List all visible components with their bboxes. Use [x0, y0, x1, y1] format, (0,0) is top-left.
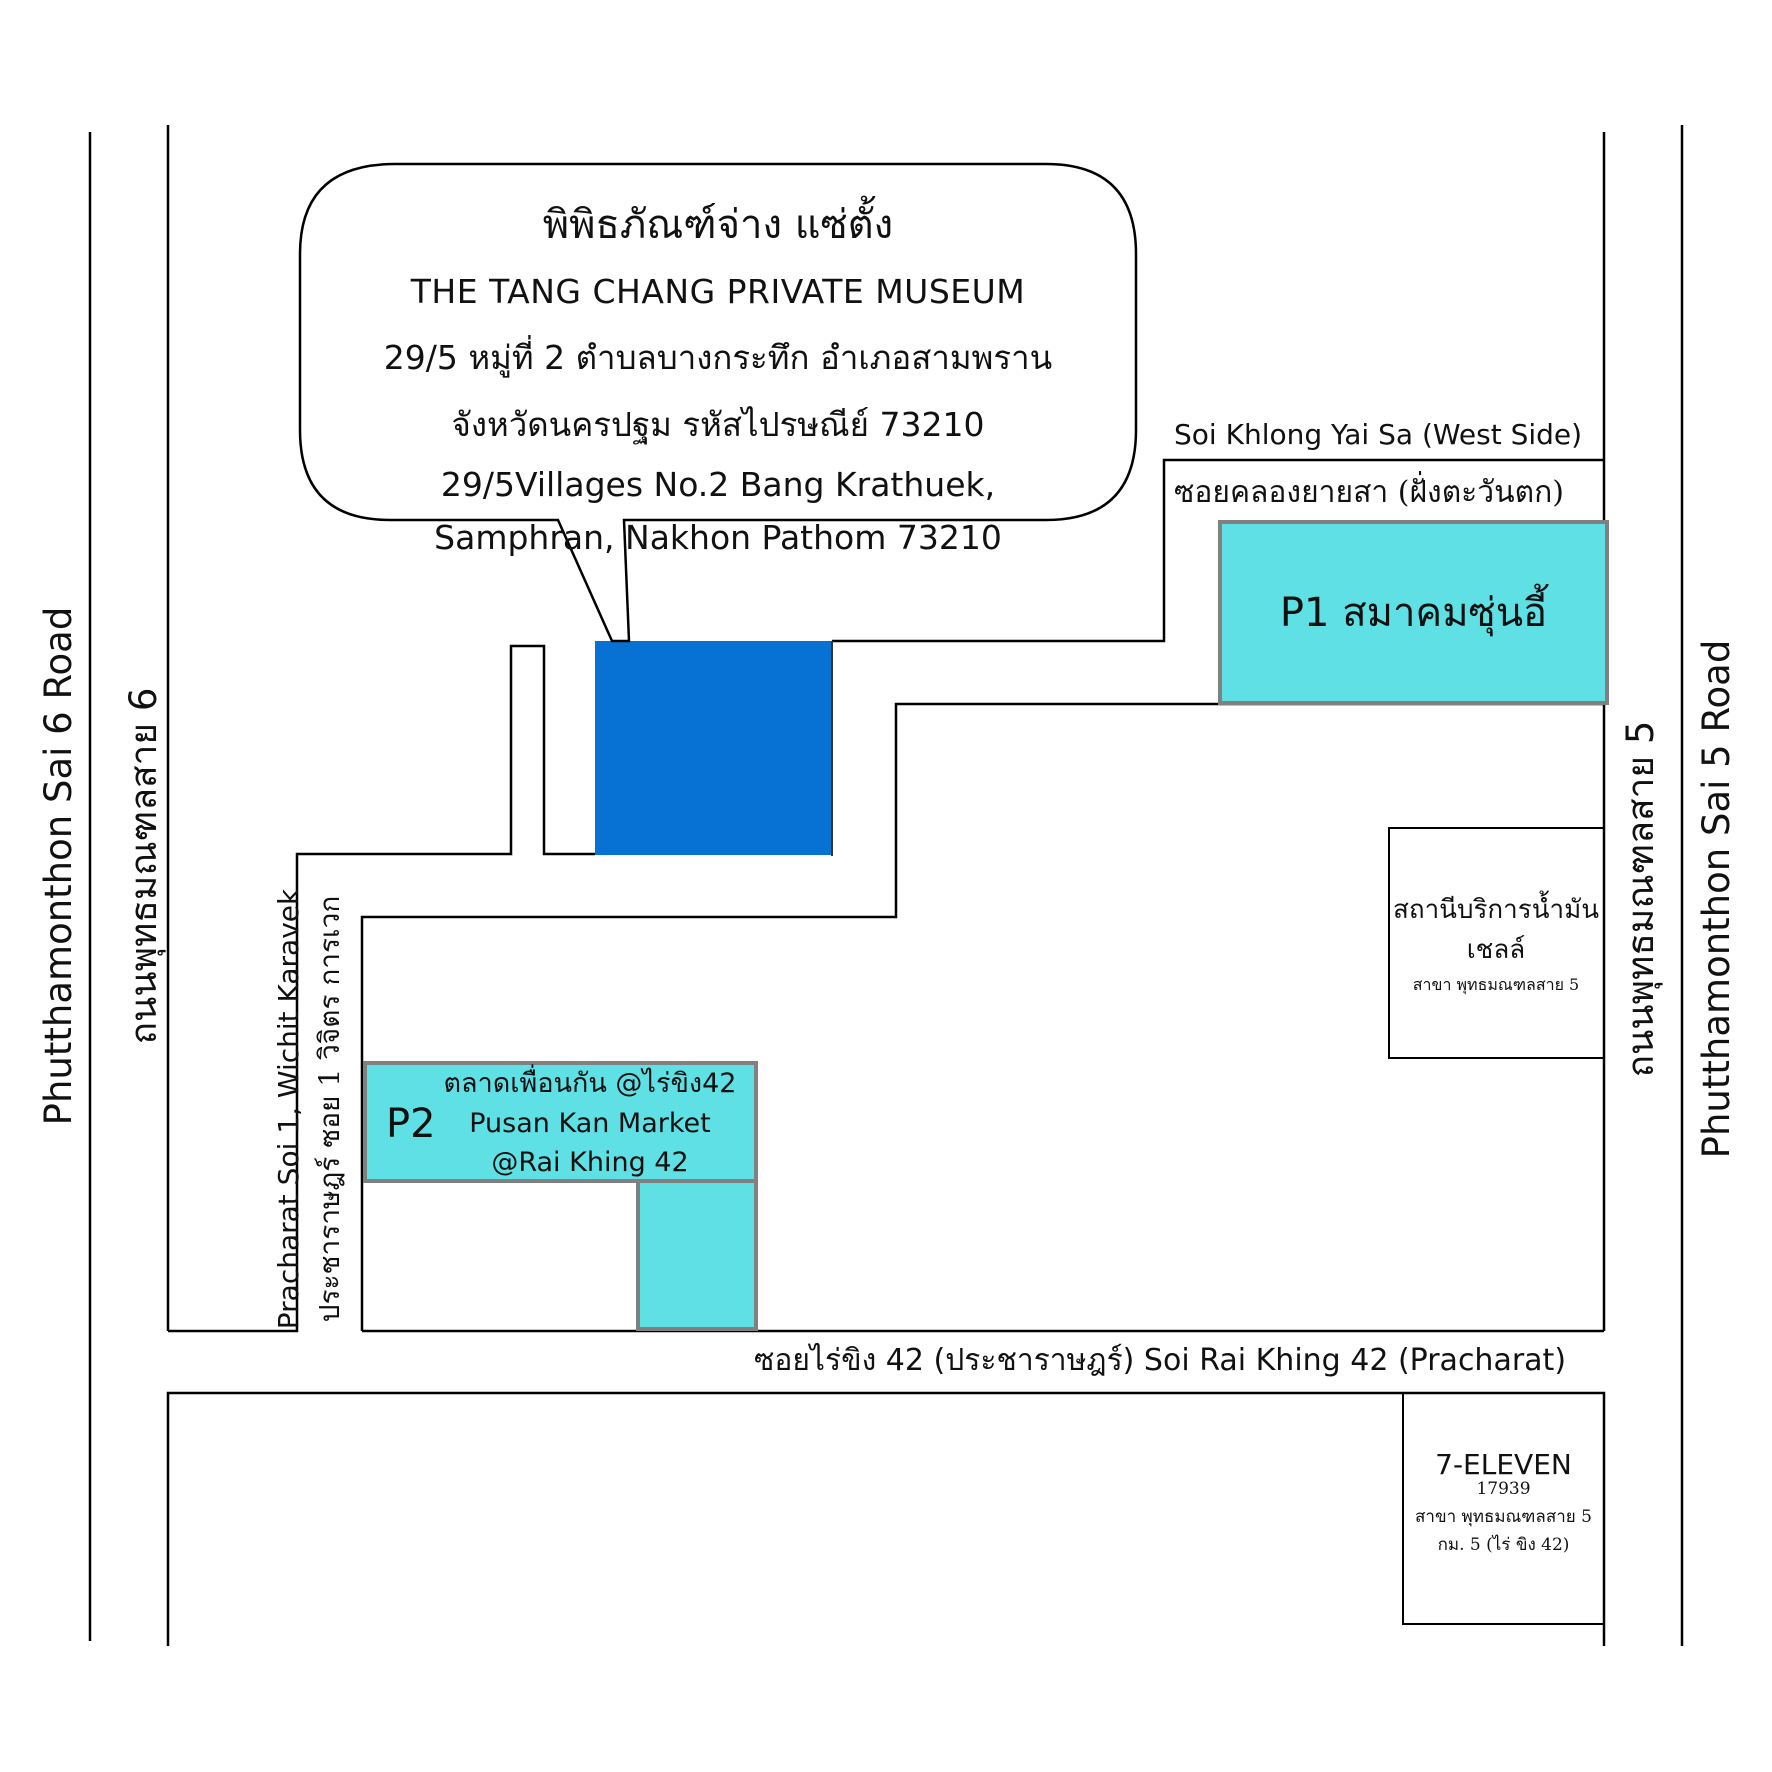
parking-p2-location: @Rai Khing 42: [491, 1147, 689, 1178]
road-label-sai5-th: ถนนพุทธมณฑลสาย 5: [1619, 720, 1662, 1078]
parking-p1-area[interactable]: [1218, 520, 1609, 705]
road-pracharat-soi1-east-edge: [360, 702, 1604, 1331]
shell-gas-station-box[interactable]: [1388, 827, 1604, 1059]
road-label-sai5-en: Phutthamonthon Sai 5 Road: [1695, 639, 1738, 1159]
parking-p2-name-th: ตลาดเพื่อนกัน @ไร่ขิง42: [443, 1068, 737, 1099]
seven-eleven-code: 17939: [1476, 1479, 1531, 1499]
parking-p2-tag: P2: [386, 1101, 436, 1147]
gas-station-branch: สาขา พุทธมณฑลสาย 5: [1412, 975, 1580, 994]
seven-eleven-box[interactable]: [1402, 1394, 1604, 1625]
road-label-khlong-yai-sa-en: Soi Khlong Yai Sa (West Side): [1174, 418, 1583, 451]
seven-eleven-branch: สาขา พุทธมณฑลสาย 5: [1415, 1507, 1592, 1527]
gas-station-name: สถานีบริการน้ำมัน: [1392, 895, 1600, 925]
museum-building-marker[interactable]: [595, 641, 832, 855]
parking-p2-area[interactable]: [363, 1061, 758, 1183]
road-label-pracharat-soi1-en: Pracharat Soi 1, Wichit Karavek: [272, 888, 305, 1330]
museum-info-text: พิพิธภัณฑ์จ่าง แซ่ตั้ง THE TANG CHANG PR…: [300, 164, 1136, 557]
museum-address-en-1: 29/5Villages No.2 Bang Krathuek,: [440, 465, 996, 504]
road-label-sai6-en: Phutthamonthon Sai 6 Road: [37, 606, 80, 1126]
parking-p2-name-en: Pusan Kan Market: [469, 1108, 711, 1139]
road-rai-khing-south-edge: [166, 1391, 1606, 1646]
museum-name-th: พิพิธภัณฑ์จ่าง แซ่ตั้ง: [542, 202, 894, 248]
road-label-khlong-yai-sa-th: ซอยคลองยายสา (ฝั่งตะวันตก): [1174, 475, 1564, 510]
road-khlong-yai-sa-edge: [832, 458, 1604, 643]
road-label-pracharat-soi1-th: ประชาราษฎร์ ซอย 1 วิจิตร การเวก: [313, 895, 346, 1323]
museum-name-en: THE TANG CHANG PRIVATE MUSEUM: [410, 272, 1026, 311]
seven-eleven-name: 7-ELEVEN: [1435, 1448, 1572, 1481]
road-label-rai-khing-42: ซอยไร่ขิง 42 (ประชาราษฎร์) Soi Rai Khing…: [753, 1343, 1567, 1378]
gas-station-brand: เชลล์: [1466, 935, 1526, 965]
road-label-sai6-th: ถนนพุทธมณฑลสาย 6: [122, 687, 165, 1045]
museum-address-en-2: Samphran, Nakhon Pathom 73210: [434, 518, 1002, 557]
road-rai-khing-north-edge-west: [168, 644, 595, 1333]
museum-info-bubble: [298, 162, 1138, 643]
seven-eleven-km: กม. 5 (ไร่ ขิง 42): [1437, 1535, 1570, 1555]
parking-p1-label: P1 สมาคมซุ่นอี้: [1279, 590, 1548, 636]
museum-address-th-1: 29/5 หมู่ที่ 2 ตำบลบางกระทึก อำเภอสามพรา…: [383, 338, 1053, 377]
museum-address-th-2: จังหวัดนครปฐม รหัสไปรษณีย์ 73210: [451, 405, 985, 444]
parking-p2-extension[interactable]: [636, 1179, 758, 1331]
